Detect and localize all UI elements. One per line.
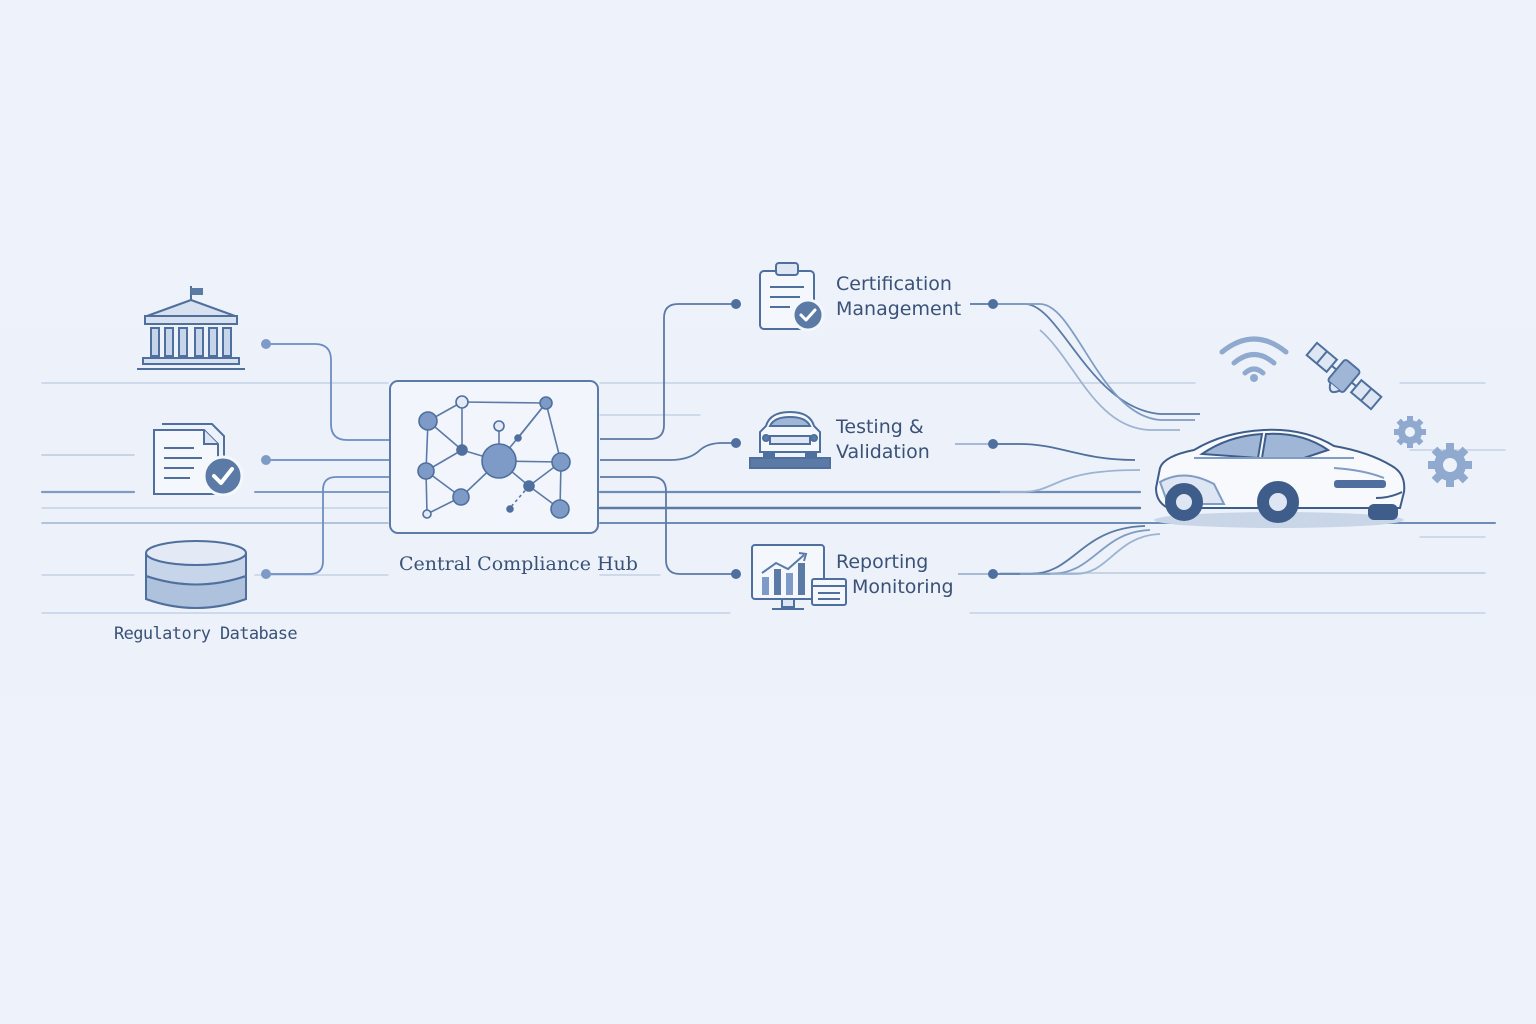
certification-label-line-1: Certification	[836, 273, 952, 295]
testing-label-line-2: Validation	[836, 441, 930, 463]
reporting-monitoring-label: Reporting Monitoring	[836, 550, 954, 600]
certification-management-label: Certification Management	[836, 272, 961, 322]
gear-icon	[1394, 416, 1426, 448]
network-nodes	[417, 395, 571, 519]
output-connector-dots	[731, 299, 741, 579]
reporting-label-line-2: Monitoring	[852, 576, 954, 598]
vehicle-flow-curves	[955, 303, 1200, 575]
testing-validation-label: Testing & Validation	[836, 415, 930, 465]
source-connectors	[266, 343, 390, 575]
verified-document-icon	[153, 423, 244, 497]
output-connectors	[600, 303, 736, 575]
chart-monitor-icon	[751, 544, 847, 610]
clipboard-check-icon	[759, 262, 825, 332]
source-connector-dots	[261, 339, 271, 579]
vehicle-flow-dots	[988, 299, 998, 579]
government-building-icon	[137, 286, 245, 370]
certification-label-line-2: Management	[836, 298, 962, 320]
satellite-icon	[1305, 341, 1383, 411]
gear-icon	[1428, 443, 1472, 487]
reporting-label-line-1: Reporting	[836, 551, 929, 573]
compliance-hub-box	[389, 380, 599, 534]
hub-label: Central Compliance Hub	[399, 553, 638, 575]
car-test-icon	[749, 410, 831, 469]
database-icon	[145, 540, 247, 609]
car-icon	[1154, 428, 1406, 528]
testing-label-line-1: Testing &	[836, 416, 924, 438]
wifi-icon	[1219, 336, 1289, 382]
database-label: Regulatory Database	[114, 624, 298, 644]
